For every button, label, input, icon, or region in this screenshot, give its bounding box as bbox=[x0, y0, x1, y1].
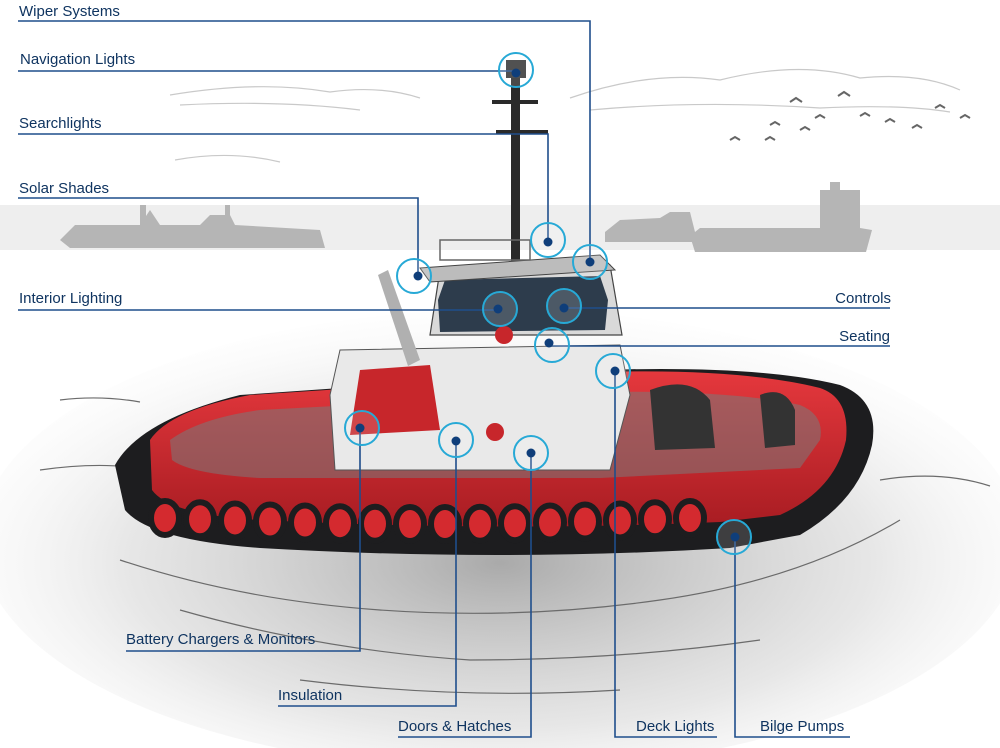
label-deck-lights[interactable]: Deck Lights bbox=[636, 718, 715, 735]
label-navigation-lights[interactable]: Navigation Lights bbox=[20, 51, 136, 68]
label-controls[interactable]: Controls bbox=[835, 290, 891, 307]
label-insulation[interactable]: Insulation bbox=[278, 687, 343, 704]
tyre-fender bbox=[673, 498, 707, 538]
superstructure bbox=[329, 239, 795, 471]
tyre-fender bbox=[463, 503, 497, 544]
leader-line-doors-hatches bbox=[398, 453, 532, 738]
tyre-fender bbox=[218, 500, 252, 541]
tyre-fender bbox=[428, 503, 462, 544]
callout-markers bbox=[344, 52, 752, 555]
leader-line-searchlights bbox=[18, 133, 549, 242]
tyre-fender bbox=[148, 498, 182, 538]
leader-line-wiper-systems bbox=[18, 20, 591, 262]
leader-line-deck-lights bbox=[614, 371, 717, 738]
marker-dot-wiper-systems[interactable] bbox=[585, 257, 595, 267]
birds bbox=[729, 90, 971, 141]
tyre-fender bbox=[323, 503, 357, 544]
label-bilge-pumps[interactable]: Bilge Pumps bbox=[760, 718, 845, 735]
marker-dot-bilge-pumps[interactable] bbox=[730, 532, 740, 542]
leader-line-solar-shades bbox=[18, 197, 419, 276]
tyre-fender bbox=[393, 503, 427, 544]
tyre-fenders bbox=[148, 498, 707, 544]
label-doors-hatches[interactable]: Doors & Hatches bbox=[398, 718, 512, 735]
marker-dot-seating[interactable] bbox=[544, 338, 554, 348]
tyre-fender bbox=[603, 500, 637, 541]
marker-dot-battery-chargers[interactable] bbox=[355, 423, 365, 433]
tyre-fender bbox=[638, 499, 672, 540]
label-seating[interactable]: Seating bbox=[839, 328, 890, 345]
leader-line-insulation bbox=[278, 441, 457, 707]
label-interior-lighting[interactable]: Interior Lighting bbox=[19, 290, 123, 307]
tyre-fender bbox=[358, 503, 392, 544]
leader-line-battery-chargers bbox=[126, 428, 361, 652]
marker-dot-solar-shades[interactable] bbox=[413, 271, 423, 281]
callout-leader-lines bbox=[18, 20, 890, 738]
leader-line-bilge-pumps bbox=[734, 537, 850, 738]
tyre-fender bbox=[498, 503, 532, 544]
label-wiper-systems[interactable]: Wiper Systems bbox=[19, 3, 120, 20]
marker-dot-doors-hatches[interactable] bbox=[526, 448, 536, 458]
marker-dot-interior-lighting[interactable] bbox=[493, 304, 503, 314]
label-searchlights[interactable]: Searchlights bbox=[19, 115, 102, 132]
tyre-fender bbox=[288, 502, 322, 543]
distant-ships bbox=[60, 182, 872, 252]
marker-dot-insulation[interactable] bbox=[451, 436, 461, 446]
marker-dot-navigation-lights[interactable] bbox=[511, 68, 521, 78]
water-wake bbox=[39, 397, 991, 694]
marker-dot-controls[interactable] bbox=[559, 303, 569, 313]
label-battery-chargers[interactable]: Battery Chargers & Monitors bbox=[126, 631, 316, 648]
marker-dot-deck-lights[interactable] bbox=[610, 366, 620, 376]
tyre-fender bbox=[533, 502, 567, 543]
tyre-fender bbox=[568, 501, 602, 542]
tyre-fender bbox=[183, 499, 217, 540]
background-clouds bbox=[169, 68, 961, 163]
label-solar-shades[interactable]: Solar Shades bbox=[19, 180, 110, 197]
tyre-fender bbox=[253, 501, 287, 542]
marker-dot-searchlights[interactable] bbox=[543, 237, 553, 247]
